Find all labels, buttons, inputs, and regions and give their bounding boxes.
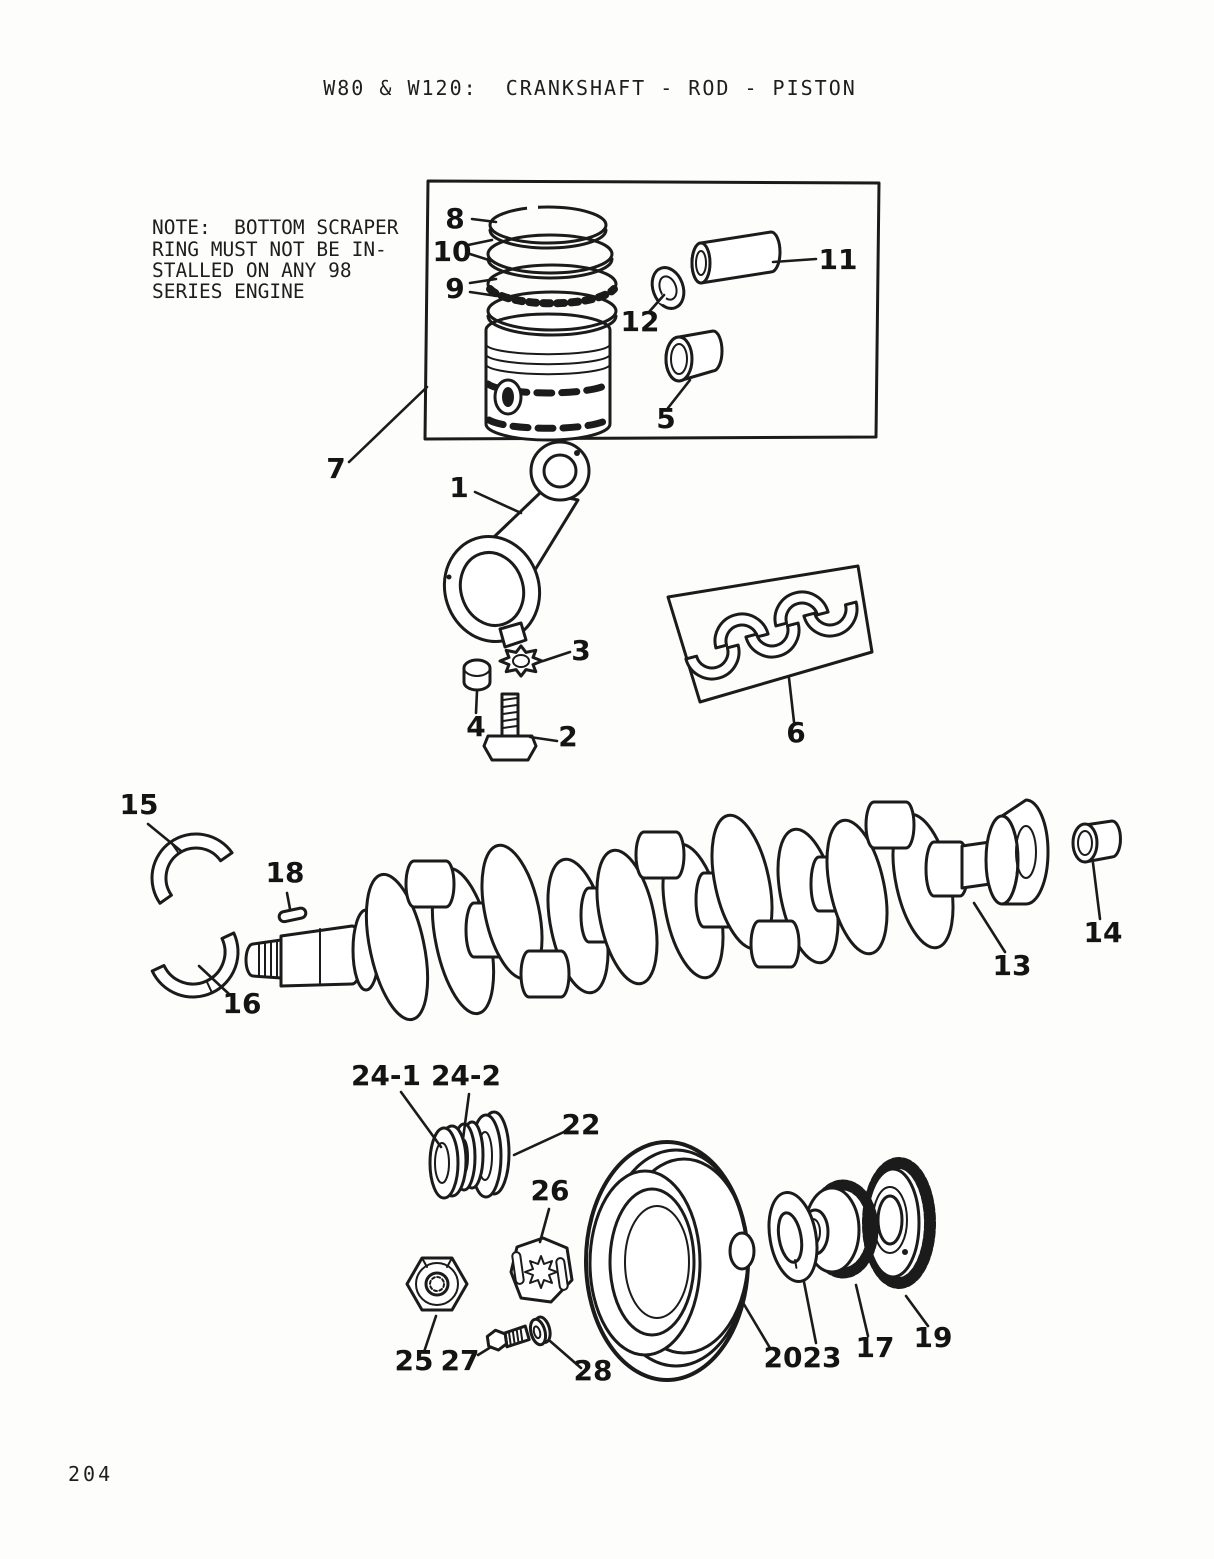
part-label-6: 6 [786,716,805,749]
bearing-shells-box [666,564,874,704]
crankshaft [244,798,1050,1022]
leader-lines [146,217,1102,1370]
part-label-11: 11 [819,243,858,276]
piston-body [484,330,612,442]
piston-kit-box [423,179,881,441]
washer-stack [428,1110,511,1200]
ring-8 [488,205,608,245]
part-label-24-2: 24-2 [431,1059,501,1092]
part-label-18: 18 [266,856,305,889]
part-label-24-1: 24-1 [351,1059,421,1092]
page-number: 204 [68,1462,113,1486]
piston-assembly [484,204,618,442]
part-label-7: 7 [326,452,345,485]
rod-bolt-head [482,734,538,762]
part-label-16: 16 [223,987,262,1020]
note-line-2: RING MUST NOT BE IN- [152,238,387,261]
woodruff-key [277,906,308,924]
part-label-12: 12 [621,305,660,338]
note-block: NOTE: BOTTOM SCRAPER RING MUST NOT BE IN… [152,216,399,303]
lock-plate [509,1236,574,1304]
piston-dash-band-lower [485,416,611,432]
lock-washer-hole [512,654,530,668]
wrist-pin [690,230,782,285]
note-line-4: SERIES ENGINE [152,280,305,303]
note-line-1: NOTE: BOTTOM SCRAPER [152,216,399,239]
small-washer [528,1315,552,1347]
part-label-27: 27 [441,1344,480,1377]
part-label-13: 13 [993,949,1032,982]
piston-rings [486,204,618,337]
crank-nose-shaft [279,924,364,988]
ring-10 [486,233,614,275]
part-label-15: 15 [120,788,159,821]
small-bolt [485,1324,531,1352]
part-labels: 8 10 9 11 12 5 7 1 3 4 2 6 15 18 16 13 1… [120,202,1123,1387]
part-label-20: 20 [764,1341,803,1374]
part-label-17: 17 [856,1331,895,1364]
part-label-23: 23 [803,1341,842,1374]
part-label-19: 19 [914,1321,953,1354]
pulley [584,1140,756,1382]
bearing-shells [684,590,859,681]
pin-bushing [664,329,724,383]
rod-small-end [529,440,591,502]
part-label-9: 9 [445,272,464,305]
pulley-hub [728,1231,756,1271]
part-label-22: 22 [562,1108,601,1141]
crank-flange-face [1015,825,1037,879]
lock-washer [498,644,544,678]
thrust-washer-upper [150,832,234,905]
part-label-8: 8 [445,202,464,235]
pilot-bushing [1071,819,1122,864]
part-label-2: 2 [558,720,577,753]
part-label-10: 10 [433,235,472,268]
gear-large-bore [876,1194,904,1246]
lock-plate-star-hole [524,1255,558,1289]
part-label-1: 1 [449,471,468,504]
pulley-washer [767,1191,819,1283]
part-label-14: 14 [1084,916,1123,949]
small-bolt-head [485,1328,509,1352]
rod-bolt-boss [498,621,528,649]
part-label-26: 26 [531,1174,570,1207]
note-line-3: STALLED ON ANY 98 [152,259,352,282]
part-label-28: 28 [574,1354,613,1387]
connecting-rod [442,440,591,649]
rod-bolt [482,692,538,762]
washer-24-1 [428,1126,460,1200]
part-label-3: 3 [571,634,590,667]
part-label-4: 4 [466,710,485,743]
crank-nose-thread [244,938,283,980]
crank-nut [405,1256,469,1312]
ring-9b [486,290,618,332]
rod-nut [462,658,492,692]
part-label-25: 25 [395,1344,434,1377]
part-label-5: 5 [656,402,675,435]
page-title: W80 & W120: CRANKSHAFT - ROD - PISTON [323,76,857,100]
